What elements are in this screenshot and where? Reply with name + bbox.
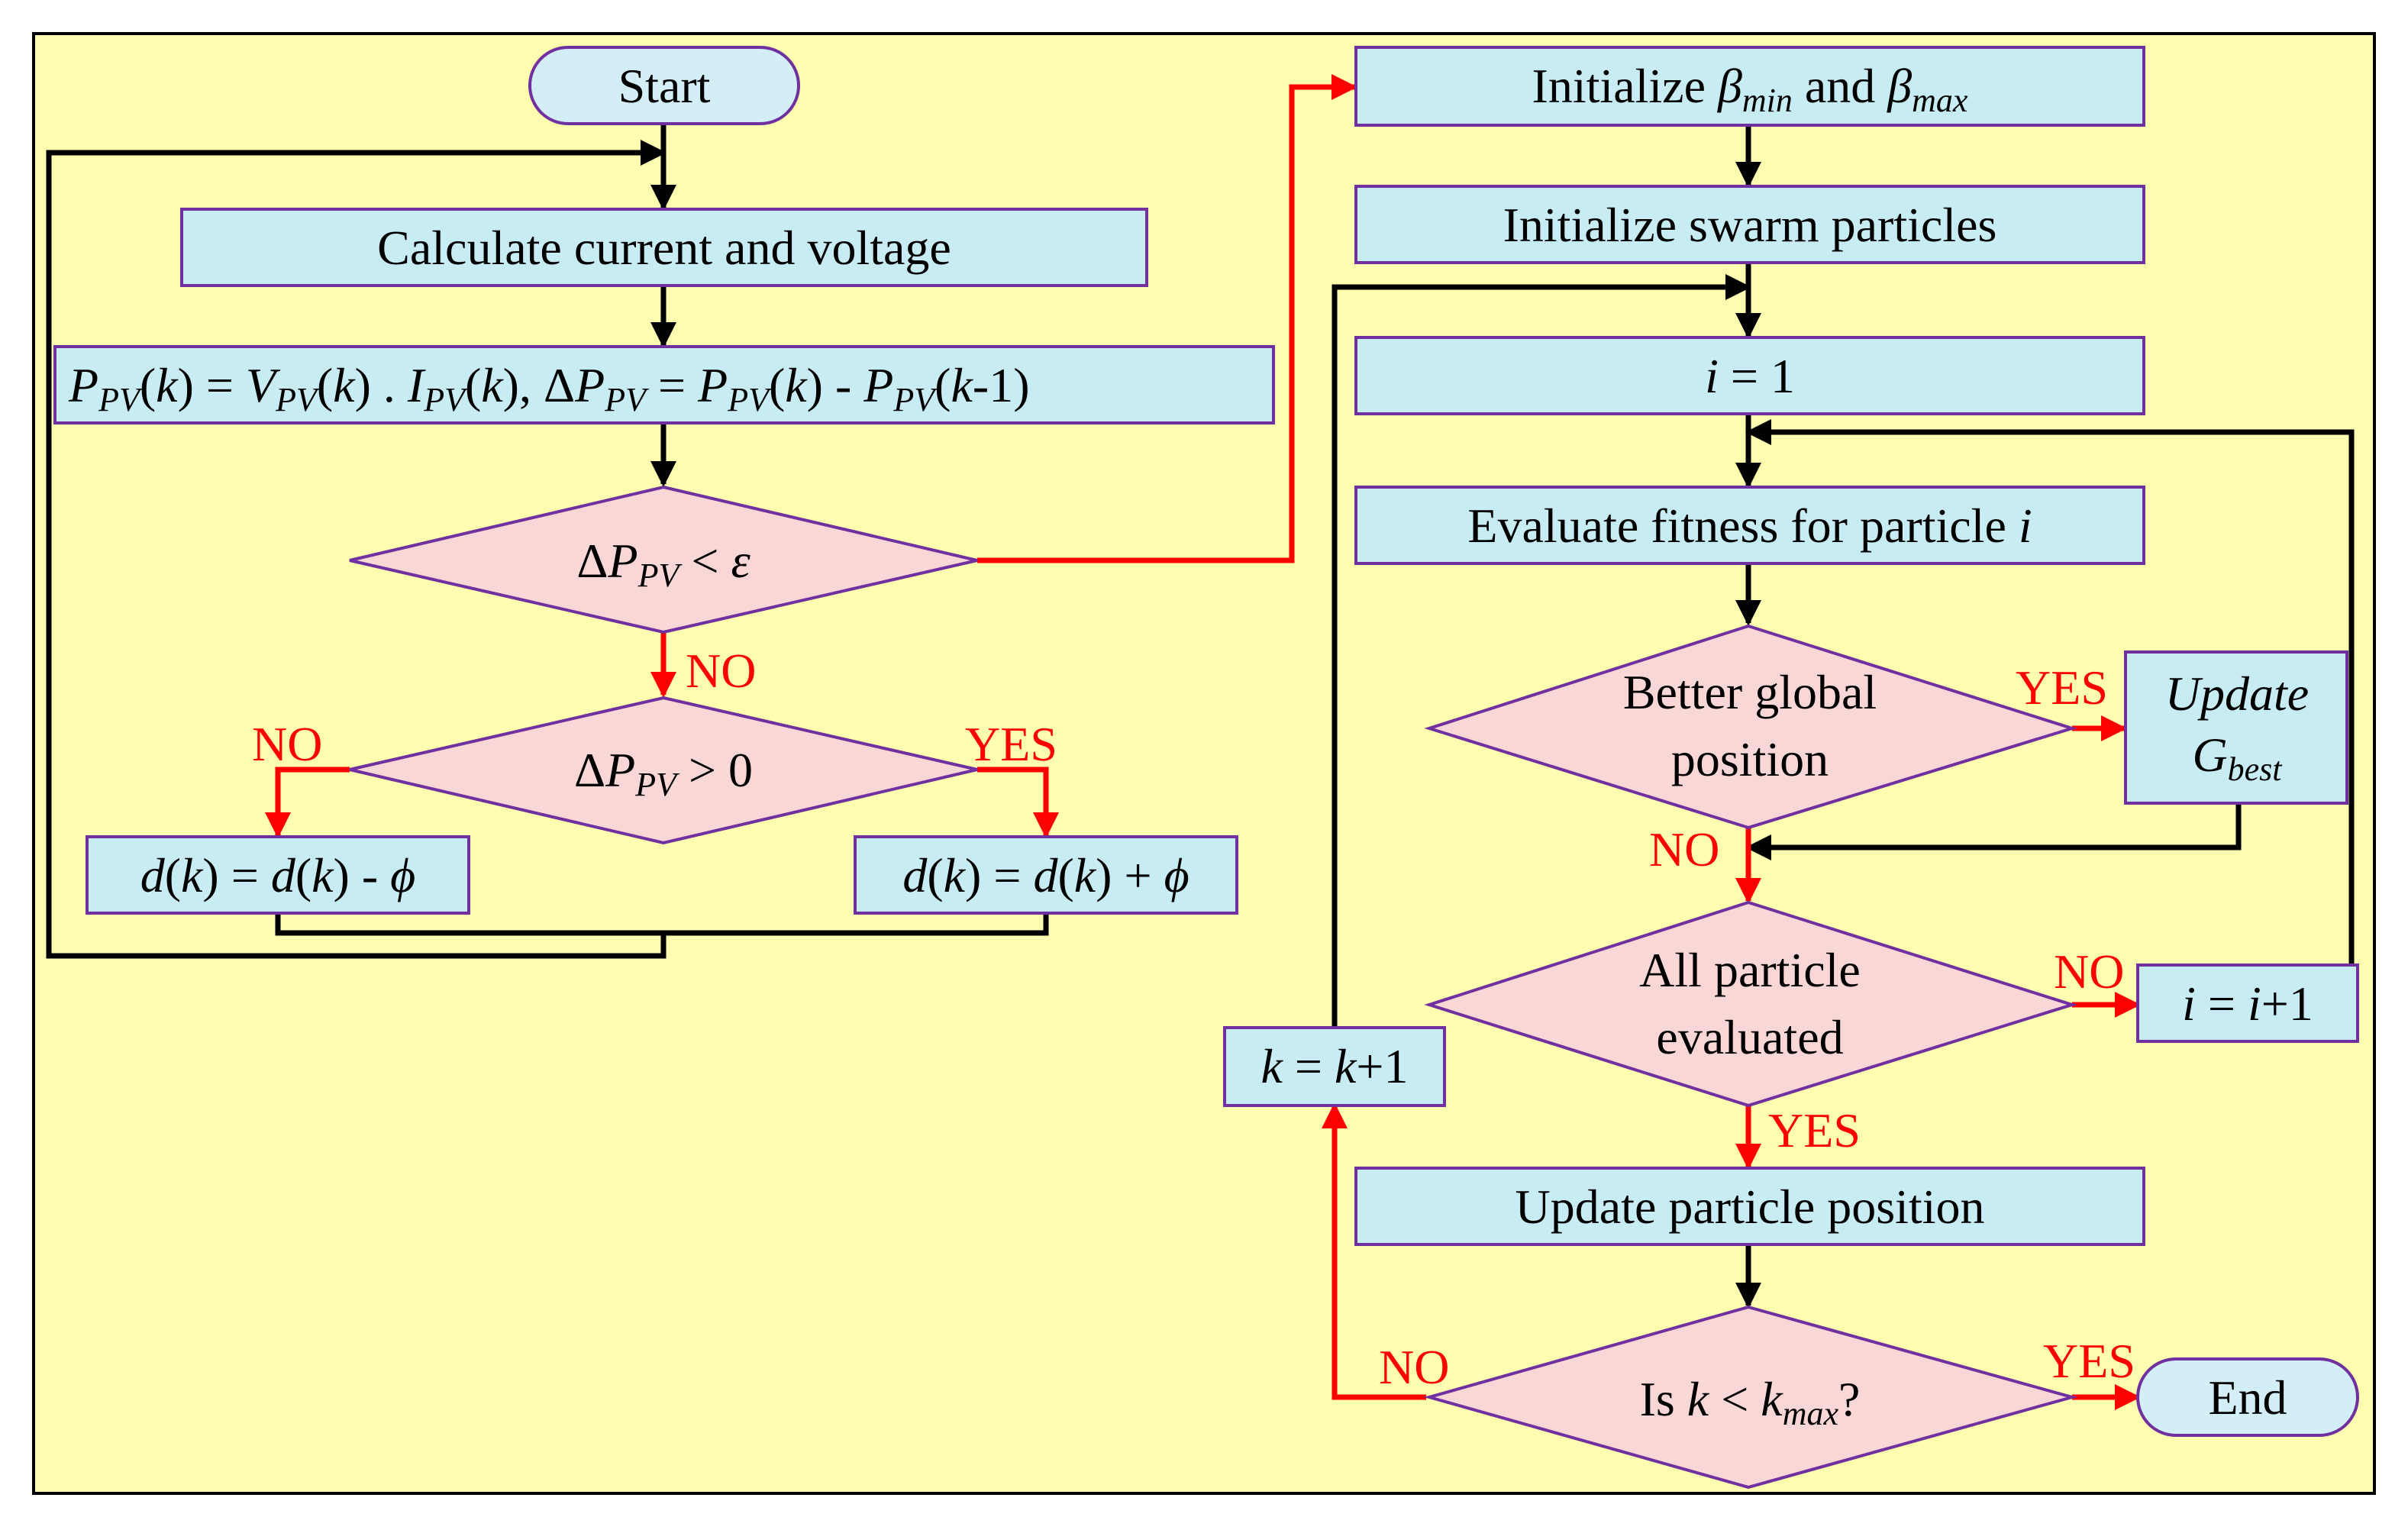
better-global-diamond: Better global position bbox=[1424, 624, 2077, 830]
better-no-label: NO bbox=[1649, 822, 1719, 876]
i-increment-label: i = i+1 bbox=[2182, 976, 2313, 1031]
cond-eps-diamond: ΔPPV < ε bbox=[349, 485, 978, 634]
update-gbest-box: Update Gbest bbox=[2124, 650, 2348, 805]
init-beta-label: Initialize βmin and βmax bbox=[1532, 59, 1968, 119]
update-position-box: Update particle position bbox=[1354, 1167, 2145, 1246]
calc-label: Calculate current and voltage bbox=[377, 221, 951, 275]
power-eq-label: PPV(k) = VPV(k) . IPV(k), ΔPPV = PPV(k) … bbox=[68, 358, 1030, 418]
update-gbest-line1: Update bbox=[2165, 667, 2309, 721]
is-k-yes-label: YES bbox=[2043, 1334, 2135, 1388]
k-increment-label: k = k+1 bbox=[1261, 1039, 1409, 1093]
arrow-zero-no bbox=[265, 767, 350, 838]
init-beta-box: Initialize βmin and βmax bbox=[1354, 46, 2145, 127]
cond-zero-no-label: NO bbox=[252, 717, 322, 771]
arrow-zero-yes bbox=[977, 767, 1059, 838]
i-increment-box: i = i+1 bbox=[2136, 964, 2359, 1043]
update-position-label: Update particle position bbox=[1515, 1180, 1985, 1234]
end-label: End bbox=[2208, 1370, 2287, 1425]
better-yes-label: YES bbox=[2016, 660, 2108, 715]
power-eq-box: PPV(k) = VPV(k) . IPV(k), ΔPPV = PPV(k) … bbox=[53, 345, 1275, 424]
cond-eps-label: ΔPPV < ε bbox=[576, 534, 750, 594]
duty-decrease-label: d(k) = d(k) - ϕ bbox=[140, 848, 416, 902]
feedback-loop bbox=[46, 140, 667, 959]
i-one-box: i = 1 bbox=[1354, 336, 2145, 415]
arrow-to-init-beta bbox=[977, 74, 1357, 563]
init-swarm-label: Initialize swarm particles bbox=[1503, 198, 1997, 252]
end-terminal: End bbox=[2136, 1357, 2359, 1437]
better-global-line2: position bbox=[1671, 732, 1829, 786]
update-gbest-line2: Gbest bbox=[2192, 728, 2283, 788]
is-k-diamond: Is k < kmax? bbox=[1423, 1305, 2078, 1490]
evaluate-box: Evaluate fitness for particle i bbox=[1354, 486, 2145, 565]
cond-eps-no-label: NO bbox=[686, 644, 756, 698]
start-terminal: Start bbox=[528, 46, 800, 125]
duty-decrease-box: d(k) = d(k) - ϕ bbox=[86, 835, 470, 915]
duty-increase-box: d(k) = d(k) + ϕ bbox=[854, 835, 1238, 915]
i-one-label: i = 1 bbox=[1705, 349, 1795, 403]
all-no-label: NO bbox=[2054, 944, 2124, 999]
k-increment-box: k = k+1 bbox=[1223, 1026, 1446, 1107]
calc-box: Calculate current and voltage bbox=[180, 208, 1148, 287]
evaluate-label: Evaluate fitness for particle i bbox=[1467, 499, 2032, 553]
cond-zero-label: ΔPPV > 0 bbox=[574, 743, 753, 803]
loop-i bbox=[1745, 419, 2355, 1002]
init-swarm-box: Initialize swarm particles bbox=[1354, 185, 2145, 264]
loop-k bbox=[1332, 274, 1751, 1028]
cond-zero-yes-label: YES bbox=[965, 717, 1057, 771]
all-evaluated-line2: evaluated bbox=[1656, 1010, 1843, 1064]
arrow-gbest-return bbox=[1745, 803, 2242, 860]
better-global-line1: Better global bbox=[1623, 665, 1877, 719]
cond-zero-diamond: ΔPPV > 0 bbox=[349, 696, 978, 845]
arrow-isk-no bbox=[1322, 1102, 1426, 1400]
all-evaluated-line1: All particle bbox=[1639, 943, 1861, 997]
all-evaluated-diamond: All particle evaluated bbox=[1424, 900, 2077, 1108]
all-yes-label: YES bbox=[1768, 1103, 1861, 1157]
is-k-label: Is k < kmax? bbox=[1640, 1372, 1861, 1432]
duty-increase-label: d(k) = d(k) + ϕ bbox=[902, 848, 1189, 902]
is-k-no-label: NO bbox=[1379, 1340, 1449, 1394]
start-label: Start bbox=[618, 59, 711, 113]
